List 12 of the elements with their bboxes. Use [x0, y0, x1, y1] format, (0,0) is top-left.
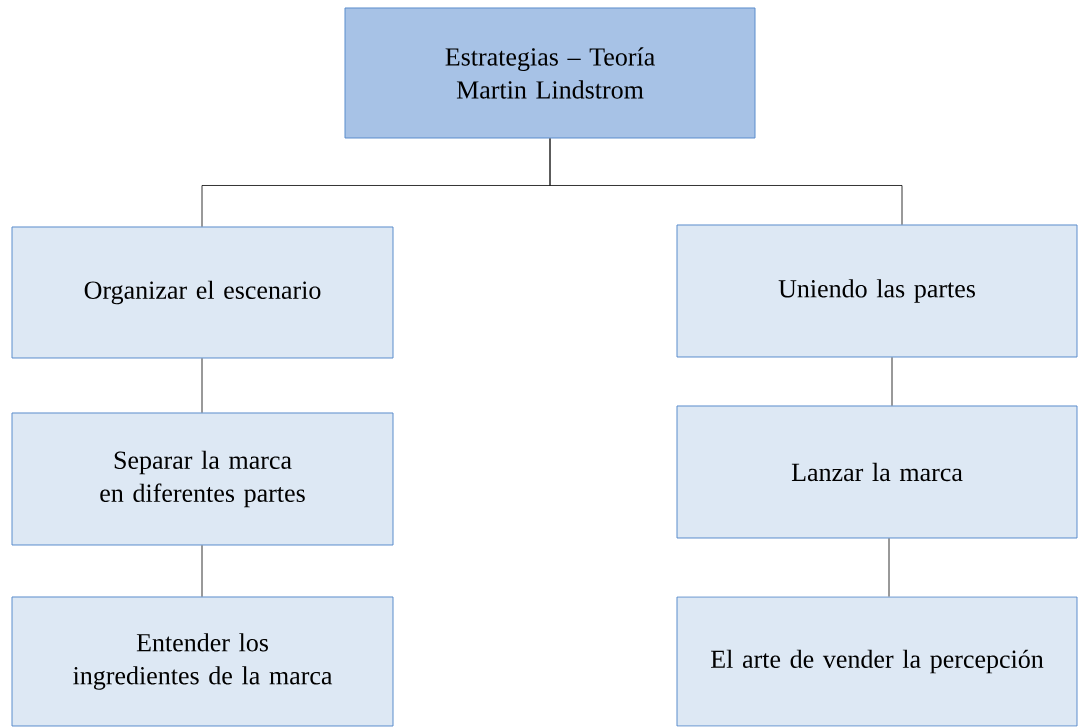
process-box: Lanzar la marca	[676, 405, 1078, 539]
process-box: Estrategias – Teoría Martin Lindstrom	[344, 7, 756, 139]
process-box: Organizar el escenario	[11, 226, 394, 359]
process-box: Entender los ingredientes de la marca	[11, 596, 394, 727]
connector-line	[201, 545, 203, 597]
connector-line	[549, 138, 903, 225]
connector-line	[201, 358, 203, 413]
process-box: Uniendo las partes	[676, 224, 1078, 358]
connector-line	[888, 538, 890, 597]
process-box: El arte de vender la percepción	[676, 596, 1078, 727]
connector-line	[891, 357, 893, 406]
process-box: Separar la marca en diferentes partes	[11, 412, 394, 546]
